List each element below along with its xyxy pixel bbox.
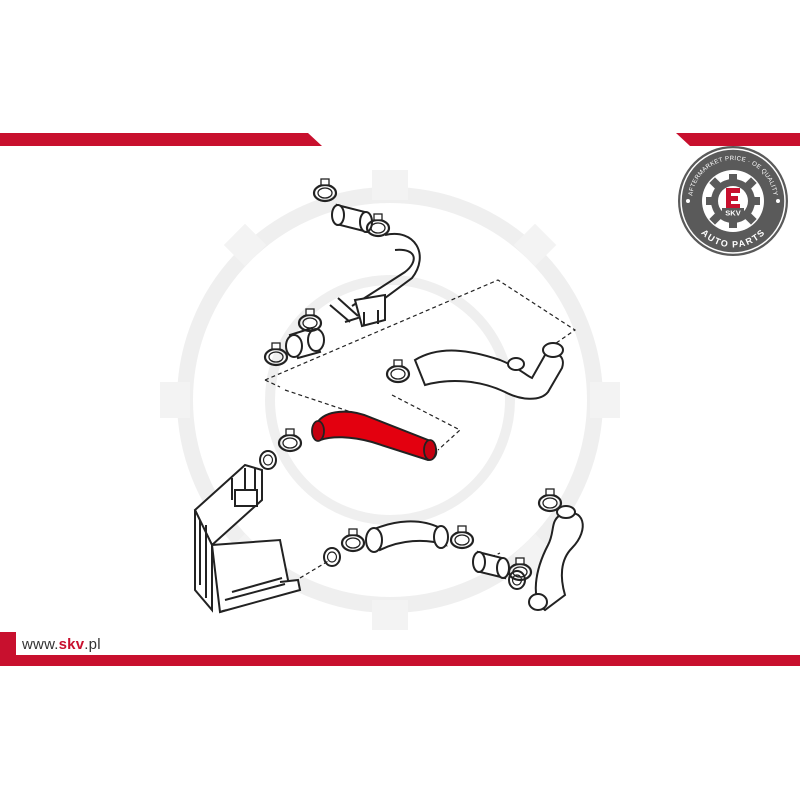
hose-clamp-icon	[537, 487, 563, 513]
hose-clamp-icon	[385, 358, 411, 384]
sealing-ring	[323, 547, 341, 567]
lower-coupler	[472, 550, 510, 580]
lower-right-hose	[528, 505, 584, 612]
top-right-red-band	[676, 133, 800, 146]
url-brand: skv	[58, 636, 85, 653]
url-prefix: www.	[22, 636, 59, 653]
logo-center-text: SKV	[725, 209, 740, 218]
intercooler-hose-highlighted	[311, 410, 438, 462]
hose-clamp-icon	[312, 177, 338, 203]
hose-clamp-icon	[277, 427, 303, 453]
hose-clamp-icon	[449, 524, 475, 550]
upper-charge-pipe	[329, 232, 421, 328]
hose-clamp-icon	[340, 527, 366, 553]
right-upper-pipe	[413, 342, 564, 400]
upper-coupler	[331, 203, 373, 234]
mid-coupler	[285, 326, 325, 360]
sealing-ring	[259, 450, 277, 470]
website-url[interactable]: www.skv.pl	[22, 636, 101, 653]
url-suffix: .pl	[84, 636, 101, 653]
intercooler-icon	[193, 463, 302, 614]
skv-auto-parts-logo: SKV AFTERMARKET PRICE · OE QUALITY AUTO …	[678, 146, 788, 256]
lower-charge-pipe	[365, 520, 449, 553]
top-left-red-band	[0, 133, 322, 146]
